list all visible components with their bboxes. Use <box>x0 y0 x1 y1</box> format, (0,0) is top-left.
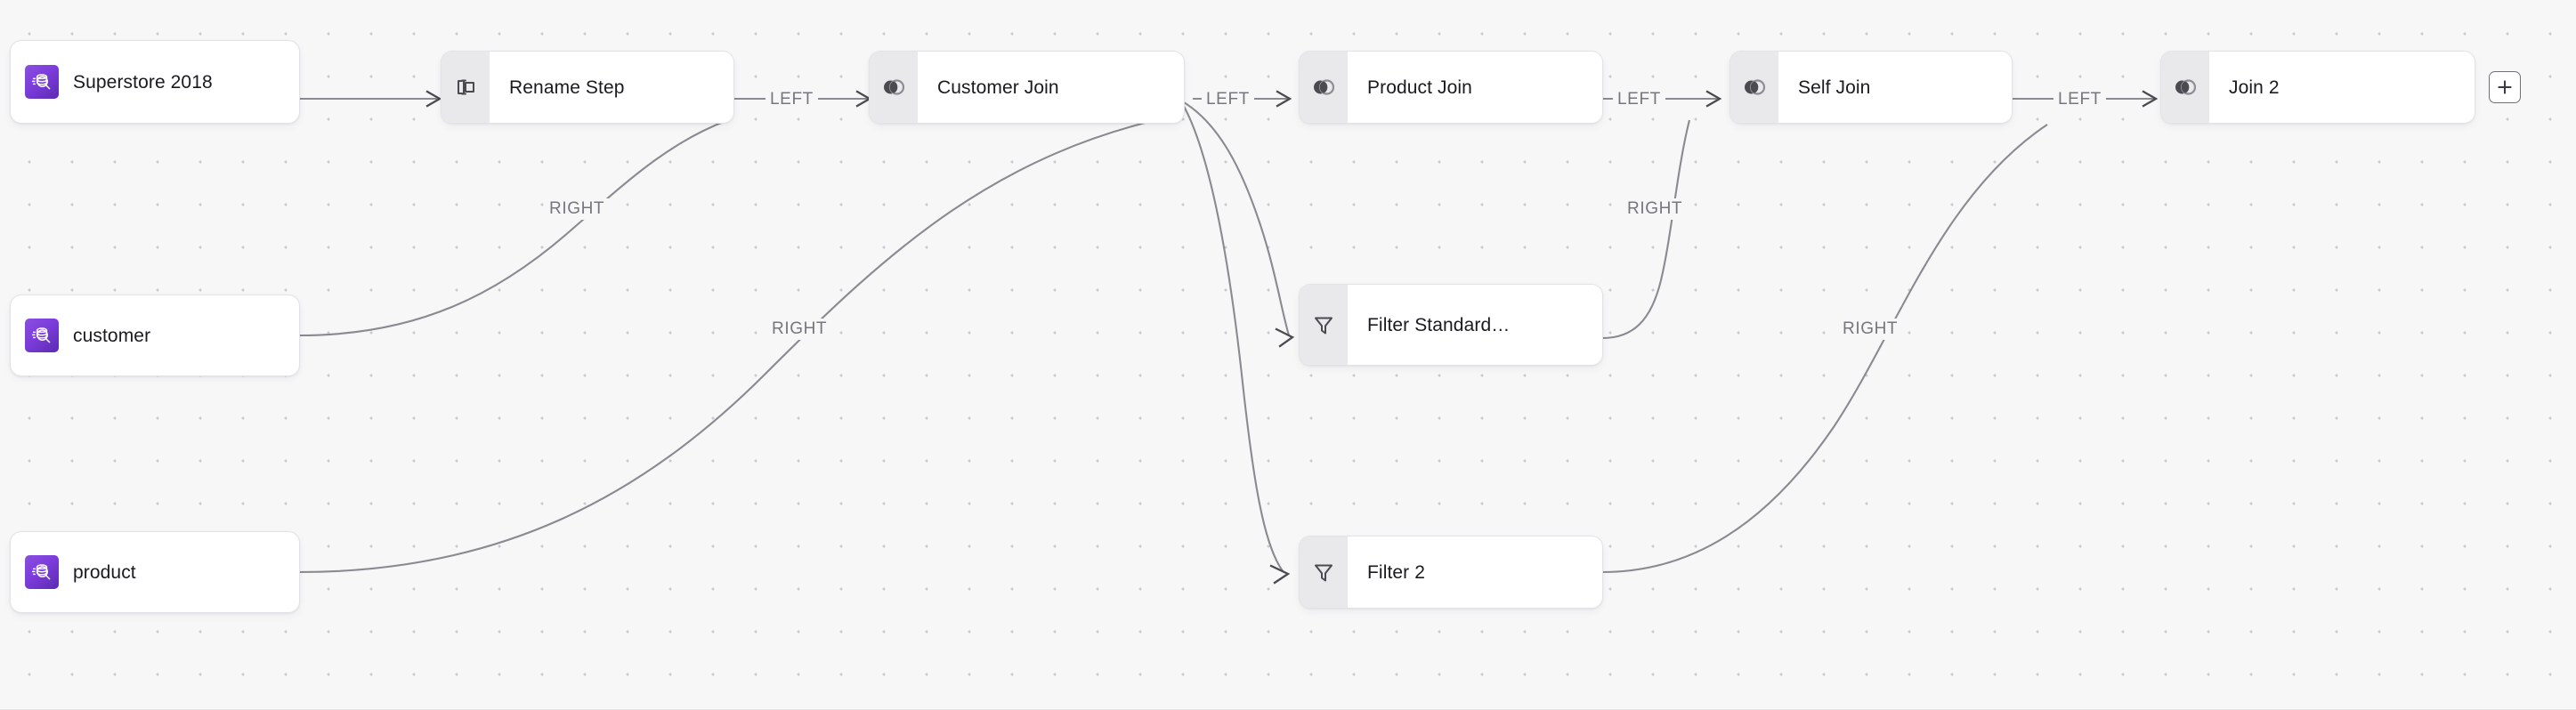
node-label: Product Join <box>1367 77 1472 98</box>
node-body: Product Join <box>1348 52 1602 123</box>
filter-funnel-icon <box>1300 285 1348 365</box>
edge-label-customer-to-customerjoin: RIGHT <box>545 198 610 220</box>
edge-filter2-to-join2 <box>1601 124 2048 574</box>
database-search-icon <box>25 319 59 352</box>
node-label: Filter Standard… <box>1367 314 1511 335</box>
join-icon <box>1300 52 1348 123</box>
edge-customer-to-customerjoin <box>298 119 729 337</box>
node-filter-standard[interactable]: Filter Standard… <box>1300 285 1602 365</box>
node-label: product <box>73 561 136 583</box>
edge-customerjoin-to-filter2-arrowhead <box>1269 564 1291 585</box>
node-body: Filter 2 <box>1348 537 1602 608</box>
rename-step-icon <box>441 52 490 123</box>
database-search-icon <box>25 65 59 99</box>
edge-rename-to-customerjoin-arrowhead <box>855 90 872 108</box>
node-label: customer <box>73 325 151 346</box>
node-label: Rename Step <box>509 77 625 98</box>
node-label: Self Join <box>1798 77 1871 98</box>
database-search-icon <box>25 555 59 589</box>
edge-label-productjoin-to-selfjoin: LEFT <box>1613 89 1665 110</box>
add-step-button[interactable] <box>2489 71 2521 103</box>
edge-customerjoin-to-productjoin-arrowhead <box>1276 90 1292 108</box>
join-icon <box>2161 52 2209 123</box>
node-body: Self Join <box>1778 52 2012 123</box>
node-customer-join[interactable]: Customer Join <box>870 52 1184 123</box>
edge-label-selfjoin-to-join2: LEFT <box>2054 89 2106 110</box>
node-product-join[interactable]: Product Join <box>1300 52 1602 123</box>
node-label: Join 2 <box>2229 77 2280 98</box>
node-self-join[interactable]: Self Join <box>1730 52 2012 123</box>
node-body: Rename Step <box>490 52 733 123</box>
edge-label-filterstandard-to-selfjoin: RIGHT <box>1623 198 1688 220</box>
join-icon <box>870 52 918 123</box>
edge-superstore-to-rename-arrowhead <box>425 90 442 108</box>
edge-filterstandard-to-selfjoin <box>1601 119 1691 340</box>
join-icon <box>1730 52 1778 123</box>
node-superstore-2018[interactable]: Superstore 2018 <box>11 41 299 123</box>
node-body: Customer Join <box>918 52 1184 123</box>
plus-icon <box>2498 80 2512 94</box>
edge-label-product-to-productjoin: RIGHT <box>767 319 832 340</box>
edge-label-customerjoin-to-productjoin: LEFT <box>1202 89 1254 110</box>
node-product[interactable]: product <box>11 532 299 612</box>
node-label: Filter 2 <box>1367 561 1425 583</box>
edge-customerjoin-to-filterstandard <box>1183 101 1291 336</box>
node-label: Superstore 2018 <box>73 71 213 93</box>
edge-productjoin-to-selfjoin-arrowhead <box>1705 90 1722 108</box>
edge-customerjoin-to-filter2 <box>1180 101 1284 573</box>
node-body: Filter Standard… <box>1348 285 1602 365</box>
edge-label-filter2-to-join2: RIGHT <box>1838 319 1903 340</box>
node-filter-2[interactable]: Filter 2 <box>1300 537 1602 608</box>
edge-product-to-productjoin <box>298 112 1185 574</box>
edge-selfjoin-to-join2-arrowhead <box>2142 90 2159 108</box>
node-rename-step[interactable]: Rename Step <box>441 52 733 123</box>
edge-customerjoin-to-filterstandard-arrowhead <box>1275 327 1295 348</box>
node-join-2[interactable]: Join 2 <box>2161 52 2475 123</box>
node-body: Join 2 <box>2209 52 2475 123</box>
node-label: Customer Join <box>937 77 1059 98</box>
filter-funnel-icon <box>1300 537 1348 608</box>
edge-label-rename-to-customerjoin: LEFT <box>766 89 818 110</box>
node-customer[interactable]: customer <box>11 295 299 375</box>
